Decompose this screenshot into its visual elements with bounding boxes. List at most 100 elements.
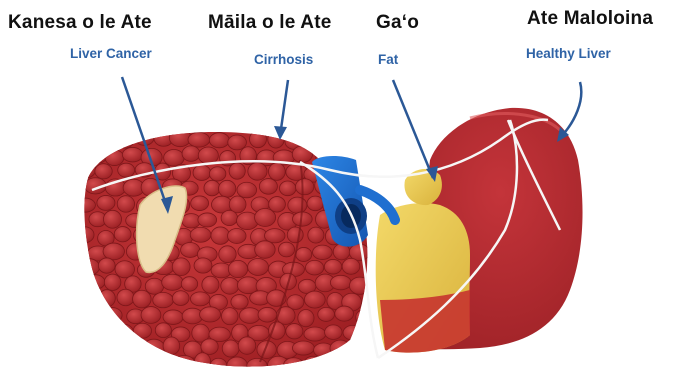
cirrhosis-nodule <box>330 340 351 357</box>
cirrhosis-nodule <box>118 163 135 177</box>
cirrhosis-nodule <box>198 147 218 164</box>
cirrhosis-nodule <box>218 180 235 197</box>
cirrhosis-nodule <box>136 355 156 373</box>
cirrhosis-nodule <box>219 246 236 263</box>
label-fat-samoan: Ga‘o <box>376 12 419 34</box>
cirrhosis-nodule <box>351 342 368 360</box>
cirrhosis-nodule <box>117 289 134 305</box>
cirrhosis-nodule <box>122 340 142 354</box>
cirrhosis-nodule <box>115 261 134 278</box>
cirrhosis-nodule <box>188 132 210 147</box>
cirrhosis-nodule <box>298 309 314 326</box>
cirrhosis-nodule <box>307 196 324 211</box>
cirrhosis-nodule <box>286 324 303 339</box>
cirrhosis-nodule <box>75 227 94 243</box>
cirrhosis-nodule <box>163 310 183 325</box>
cirrhosis-nodule <box>133 290 152 308</box>
cirrhosis-nodule <box>99 290 116 307</box>
cirrhosis-nodule <box>88 342 105 359</box>
cirrhosis-nodule <box>228 135 247 150</box>
cirrhosis-nodule <box>221 210 238 225</box>
cirrhosis-nodule <box>237 182 257 198</box>
cirrhosis-nodule <box>190 292 210 306</box>
cirrhosis-nodule <box>104 274 121 290</box>
cirrhosis-nodule <box>172 258 190 276</box>
cirrhosis-nodule <box>117 354 137 369</box>
cirrhosis-nodule <box>255 209 276 227</box>
cirrhosis-nodule <box>304 291 325 308</box>
label-liver-cancer-samoan: Kanesa o le Ate <box>8 12 152 34</box>
cirrhosis-nodule <box>164 150 184 167</box>
cirrhosis-nodule <box>105 150 124 166</box>
cirrhosis-nodule <box>181 277 197 291</box>
cirrhosis-nodule <box>247 358 267 373</box>
cirrhosis-nodule <box>133 323 151 338</box>
cirrhosis-nodule <box>154 358 172 374</box>
cirrhosis-nodule <box>181 242 200 257</box>
cirrhosis-nodule <box>173 355 195 371</box>
cirrhosis-nodule <box>94 322 115 338</box>
cirrhosis-nodule <box>304 327 326 341</box>
cirrhosis-nodule <box>155 323 171 338</box>
cirrhosis-nodule <box>209 133 229 148</box>
cirrhosis-nodule <box>324 259 341 274</box>
cirrhosis-nodule <box>250 131 267 148</box>
cirrhosis-nodule <box>78 162 96 178</box>
cirrhosis-nodule <box>340 131 360 148</box>
cirrhosis-nodule <box>259 179 277 195</box>
cirrhosis-nodule <box>239 308 260 324</box>
cirrhosis-nodule <box>305 260 323 275</box>
cirrhosis-nodule <box>292 146 312 163</box>
cirrhosis-nodule <box>278 242 294 257</box>
cirrhosis-nodule <box>193 165 211 180</box>
cirrhosis-nodule <box>145 278 163 294</box>
cirrhosis-nodule <box>76 355 93 371</box>
cirrhosis-nodule <box>305 131 326 148</box>
cirrhosis-nodule <box>210 358 227 372</box>
cirrhosis-nodule <box>238 337 256 354</box>
cirrhosis-nodule <box>308 227 324 243</box>
cirrhosis-nodule <box>113 324 133 340</box>
cirrhosis-nodule <box>327 357 345 371</box>
cirrhosis-nodule <box>116 131 134 148</box>
cirrhosis-nodule <box>313 245 333 259</box>
cirrhosis-nodule <box>162 274 183 290</box>
cirrhosis-nodule <box>325 325 342 340</box>
cirrhosis-nodule <box>258 307 277 322</box>
cirrhosis-nodule <box>231 295 248 310</box>
cirrhosis-nodule <box>279 181 296 196</box>
cirrhosis-nodule <box>221 308 238 325</box>
cirrhosis-nodule <box>343 325 362 340</box>
cirrhosis-nodule <box>98 258 115 273</box>
cirrhosis-nodule <box>85 275 105 290</box>
cirrhosis-nodule <box>255 241 275 258</box>
cirrhosis-nodule <box>222 340 239 357</box>
cirrhosis-nodule <box>108 340 124 356</box>
cirrhosis-nodule <box>204 180 220 196</box>
cirrhosis-nodule <box>283 358 303 373</box>
cirrhosis-nodule <box>211 227 230 244</box>
cirrhosis-nodule <box>114 227 131 242</box>
cirrhosis-nodule <box>248 258 269 275</box>
cirrhosis-nodule <box>122 147 142 162</box>
cirrhosis-nodule <box>198 213 217 227</box>
cirrhosis-nodule <box>323 131 342 145</box>
cirrhosis-nodule <box>141 307 161 324</box>
cirrhosis-nodule <box>153 292 174 307</box>
label-fat-english: Fat <box>378 52 398 67</box>
cirrhosis-nodule <box>295 179 313 195</box>
cirrhosis-nodule <box>229 163 245 179</box>
cirrhosis-nodule <box>74 198 95 212</box>
cirrhosis-nodule <box>343 353 362 370</box>
cirrhosis-nodule <box>221 278 239 295</box>
cirrhosis-nodule <box>268 356 290 374</box>
cirrhosis-nodule <box>103 243 124 260</box>
cirrhosis-nodule <box>95 164 112 179</box>
cirrhosis-nodule <box>335 306 354 321</box>
cirrhosis-nodule <box>227 357 248 374</box>
cirrhosis-nodule <box>318 307 335 321</box>
cirrhosis-nodule <box>342 258 360 274</box>
cirrhosis-nodule <box>194 353 210 371</box>
cirrhosis-nodule <box>93 356 113 370</box>
cirrhosis-nodule <box>228 229 247 244</box>
